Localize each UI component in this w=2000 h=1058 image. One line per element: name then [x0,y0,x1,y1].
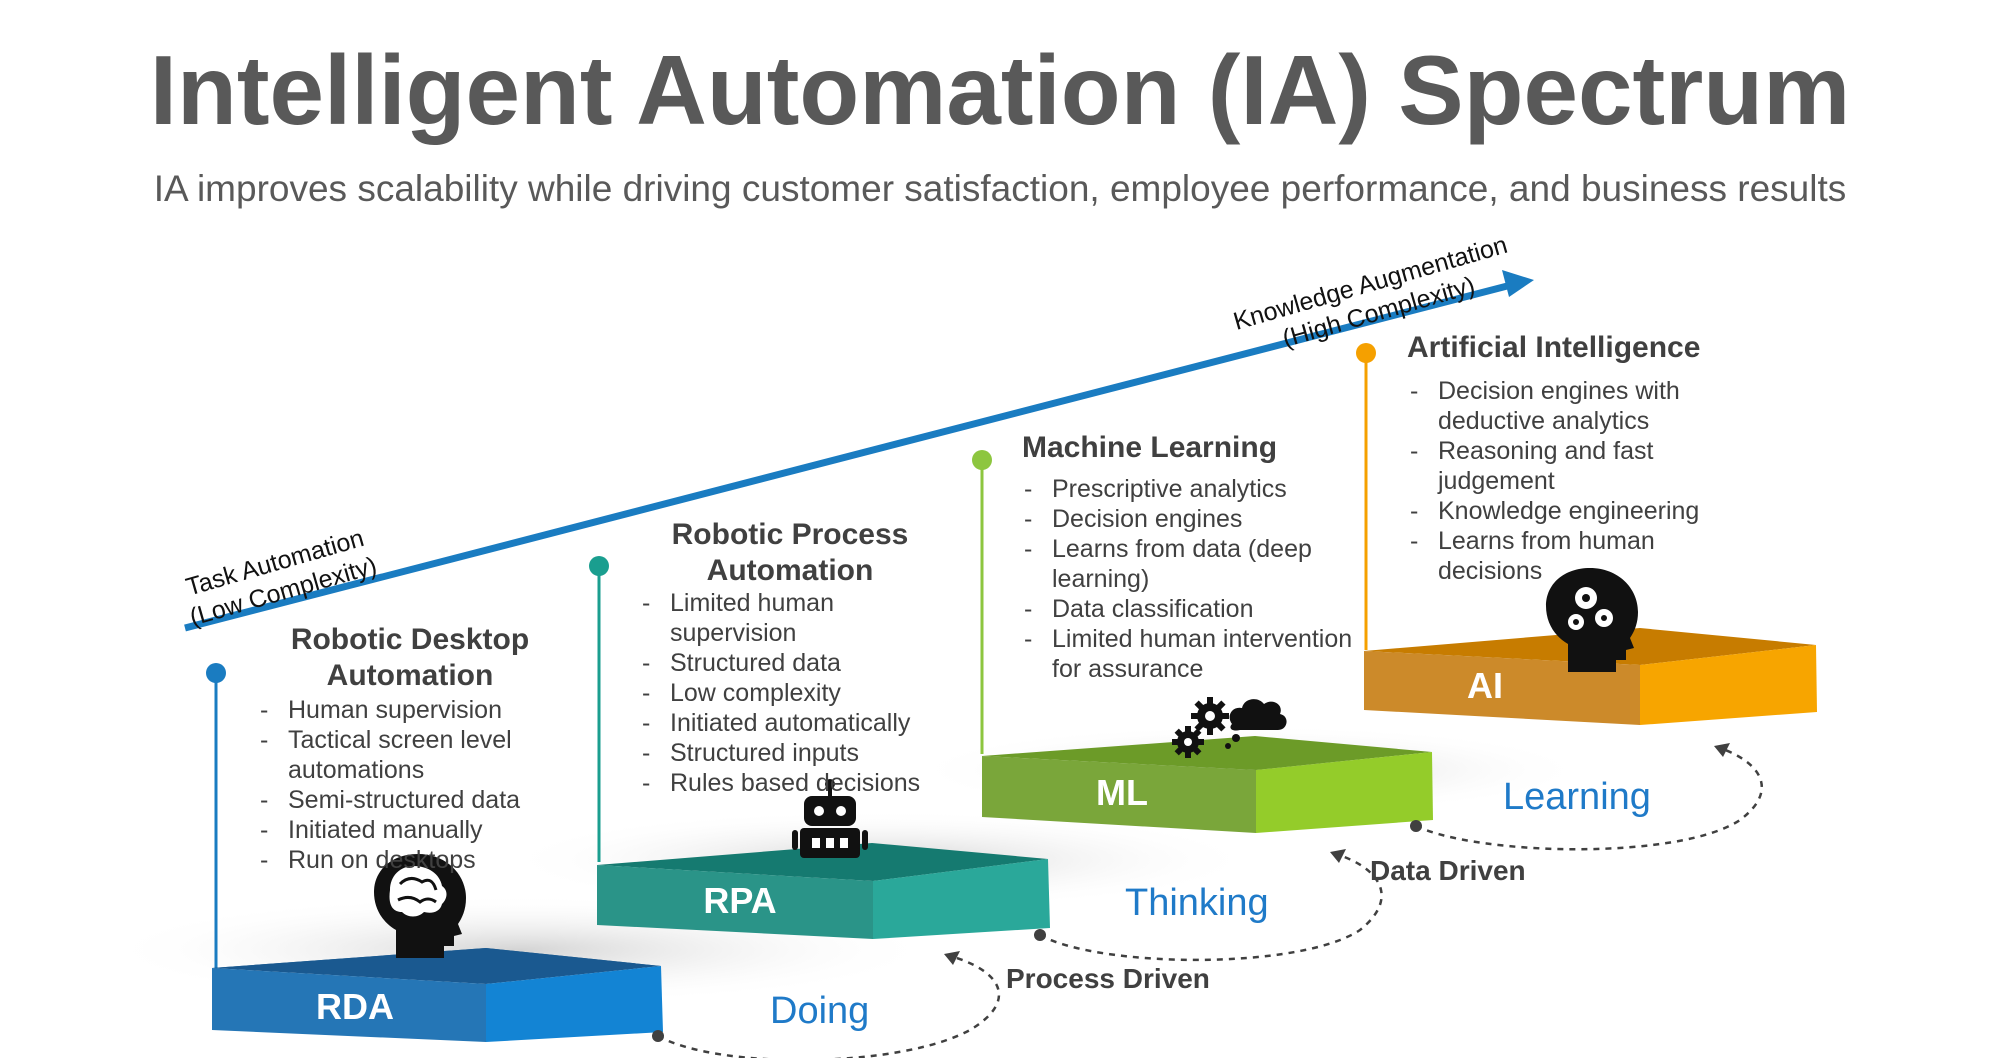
stage-title-ml: Machine Learning [1022,431,1278,464]
stage-title-rpa: Robotic Process Automation [671,518,909,587]
list-item: Rules based decisions [640,768,940,798]
gear-head-icon [1546,568,1638,672]
connector-dot [652,1030,664,1042]
brain-head-icon [374,854,466,958]
connector-arrow [1714,743,1730,757]
mode-label-doing: Doing [770,990,870,1032]
platform-ml [982,736,1433,833]
connector-doing [657,954,1001,1058]
stage-pin-rpa [589,556,609,862]
list-item: Limited human supervision [640,588,870,648]
connector-dot [1410,820,1422,832]
list-item: Decision engines [1022,504,1352,534]
stage-title-rda: Robotic Desktop Automation [290,623,530,692]
complexity-arrow-line [184,280,1516,632]
connector-arrow [1330,849,1346,863]
list-item: Limited human intervention for assurance [1022,624,1382,684]
list-item: Learns from human decisions [1408,526,1688,586]
stage-pin-ml [972,450,992,754]
list-item: Initiated manually [258,815,538,845]
driver-label-data: Data Driven [1370,855,1526,886]
platform-label-ml: ML [1096,772,1148,813]
page-title: Intelligent Automation (IA) Spectrum [149,35,1851,145]
platform-label-rda: RDA [316,986,394,1027]
list-item: Run on desktops [258,845,538,875]
page-subtitle: IA improves scalability while driving cu… [153,168,1847,209]
platform-rda [212,948,663,1042]
stage-pin-rda [206,663,226,970]
list-item: Initiated automatically [640,708,940,738]
list-item: Prescriptive analytics [1022,474,1352,504]
list-item: Decision engines with deductive analytic… [1408,376,1718,436]
bullet-list-ml: Prescriptive analytics Decision engines … [1022,474,1352,684]
stage-pin-ai [1356,343,1376,650]
complexity-arrow-head [1502,270,1534,297]
connector-thinking [1039,852,1383,962]
gears-cloud-icon [1172,697,1287,758]
platform-label-ai: AI [1467,665,1503,706]
stage-title-ai: Artificial Intelligence [1407,331,1701,364]
connector-learning [1415,746,1763,851]
mode-label-learning: Learning [1503,776,1651,818]
mode-label-thinking: Thinking [1125,882,1269,924]
list-item: Semi-structured data [258,785,538,815]
list-item: Human supervision [258,695,538,725]
connector-arrow [944,951,960,965]
list-item: Structured data [640,648,940,678]
list-item: Knowledge engineering [1408,496,1718,526]
driver-label-process: Process Driven [1006,963,1210,994]
connector-dot [1034,929,1046,941]
list-item: Reasoning and fast judgement [1408,436,1688,496]
list-item: Structured inputs [640,738,940,768]
bullet-list-rda: Human supervision Tactical screen level … [258,695,538,875]
bullet-list-rpa: Limited human supervision Structured dat… [640,588,940,798]
platform-rpa [597,843,1050,939]
list-item: Data classification [1022,594,1352,624]
list-item: Learns from data (deep learning) [1022,534,1342,594]
bullet-list-ai: Decision engines with deductive analytic… [1408,376,1718,586]
platform-label-rpa: RPA [703,880,777,921]
list-item: Low complexity [640,678,940,708]
list-item: Tactical screen level automations [258,725,538,785]
